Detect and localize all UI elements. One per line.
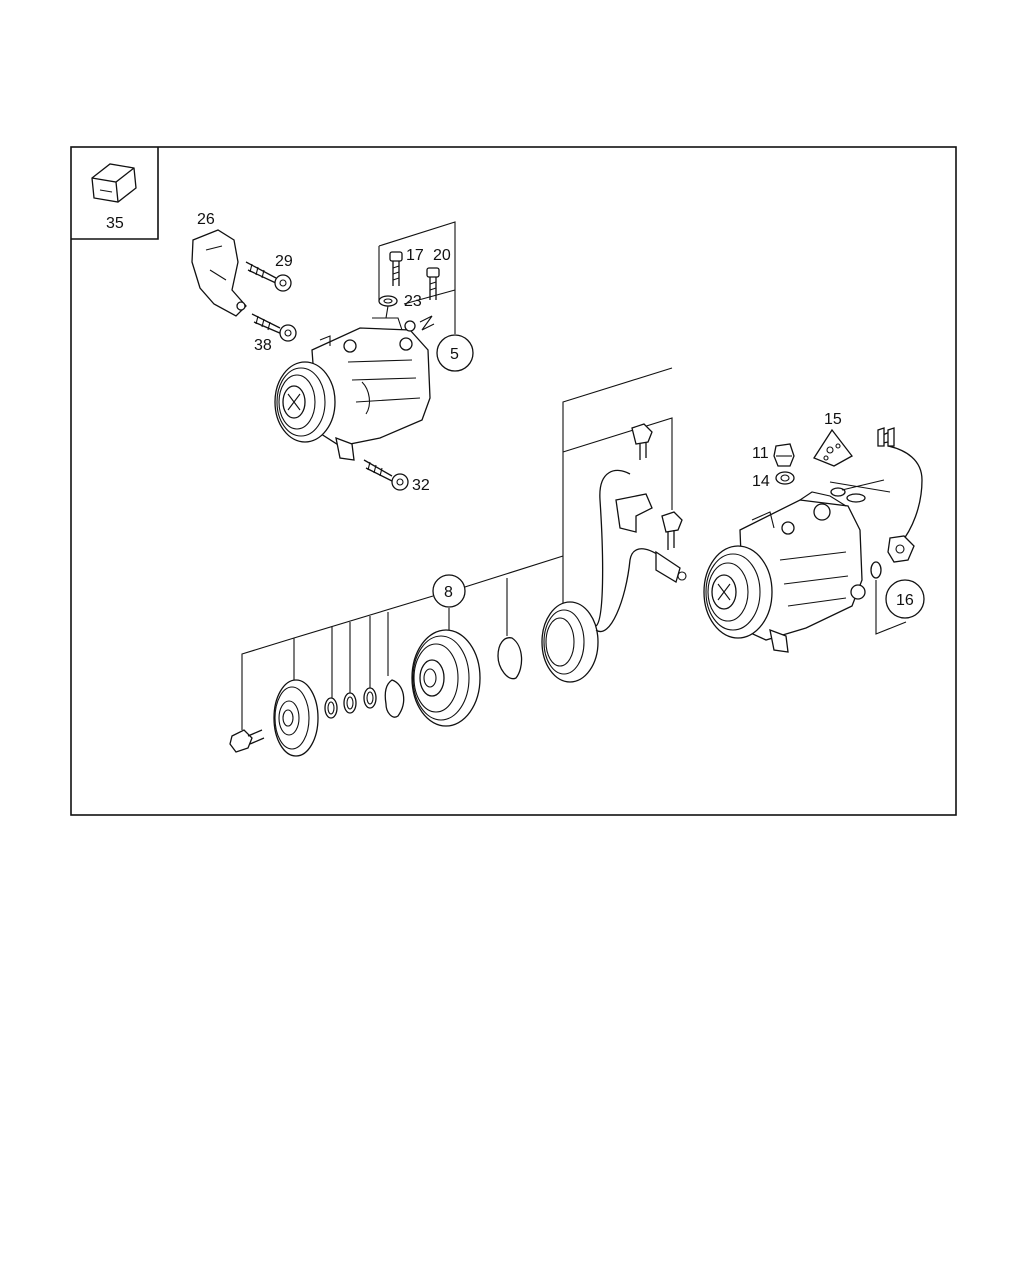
label-11: 11: [752, 445, 769, 462]
leader-line: [875, 580, 907, 635]
label-38: 38: [254, 337, 272, 354]
leader-line: [241, 367, 673, 730]
bolt-icon: [631, 423, 653, 460]
screw-icon: [426, 267, 440, 300]
label-16: 16: [896, 592, 914, 609]
snap-ring-icon: [384, 679, 405, 718]
label-32: 32: [412, 477, 430, 494]
bolt-icon: [229, 729, 265, 753]
switch-icon: [870, 535, 915, 579]
label-8: 8: [444, 584, 453, 601]
inset-box: 35: [71, 147, 159, 240]
clutch-assembly: 8: [229, 367, 925, 757]
callout-16: 16: [885, 579, 925, 619]
o-ring-icon: [830, 487, 846, 497]
label-17: 17: [406, 247, 424, 264]
leader-line: [829, 479, 891, 493]
compressor-icon: [703, 491, 866, 653]
label-5: 5: [450, 346, 459, 363]
o-ring-icon: [846, 493, 866, 503]
bolt-icon: [363, 459, 409, 491]
plug-icon: [773, 443, 795, 467]
bolt-icon: [251, 313, 297, 342]
washer-icon: [378, 295, 398, 307]
valve-plate-icon: [813, 428, 853, 467]
label-23: 23: [404, 293, 422, 310]
bolt-icon: [661, 511, 683, 550]
pulley-icon: [411, 629, 481, 727]
label-15: 15: [824, 411, 842, 428]
field-coil-icon: [541, 469, 661, 683]
compressor-icon: [274, 305, 431, 461]
connector-icon: [655, 550, 687, 583]
bracket-icon: [191, 229, 247, 317]
shim-icon: [363, 687, 377, 709]
shim-icon: [324, 697, 338, 719]
bushing-icon: [91, 163, 137, 203]
compressor-upper: 26 29 38: [191, 211, 474, 494]
snap-ring-icon: [497, 637, 523, 680]
label-29: 29: [275, 253, 293, 270]
bracket-icon: [615, 493, 653, 533]
clutch-plate-icon: [273, 679, 319, 757]
leader-line: [378, 221, 456, 334]
label-20: 20: [433, 247, 451, 264]
label-14: 14: [752, 473, 770, 490]
label-35: 35: [106, 215, 124, 232]
bolt-icon: [245, 261, 292, 292]
shim-icon: [343, 692, 357, 714]
wire-icon: [877, 427, 923, 545]
washer-icon: [775, 471, 795, 485]
leader-line: [419, 315, 435, 331]
screw-icon: [389, 251, 403, 286]
diagram-frame: [70, 146, 957, 816]
callout-8: 8: [432, 574, 466, 608]
callout-5: 5: [436, 334, 474, 372]
label-26: 26: [197, 211, 215, 228]
